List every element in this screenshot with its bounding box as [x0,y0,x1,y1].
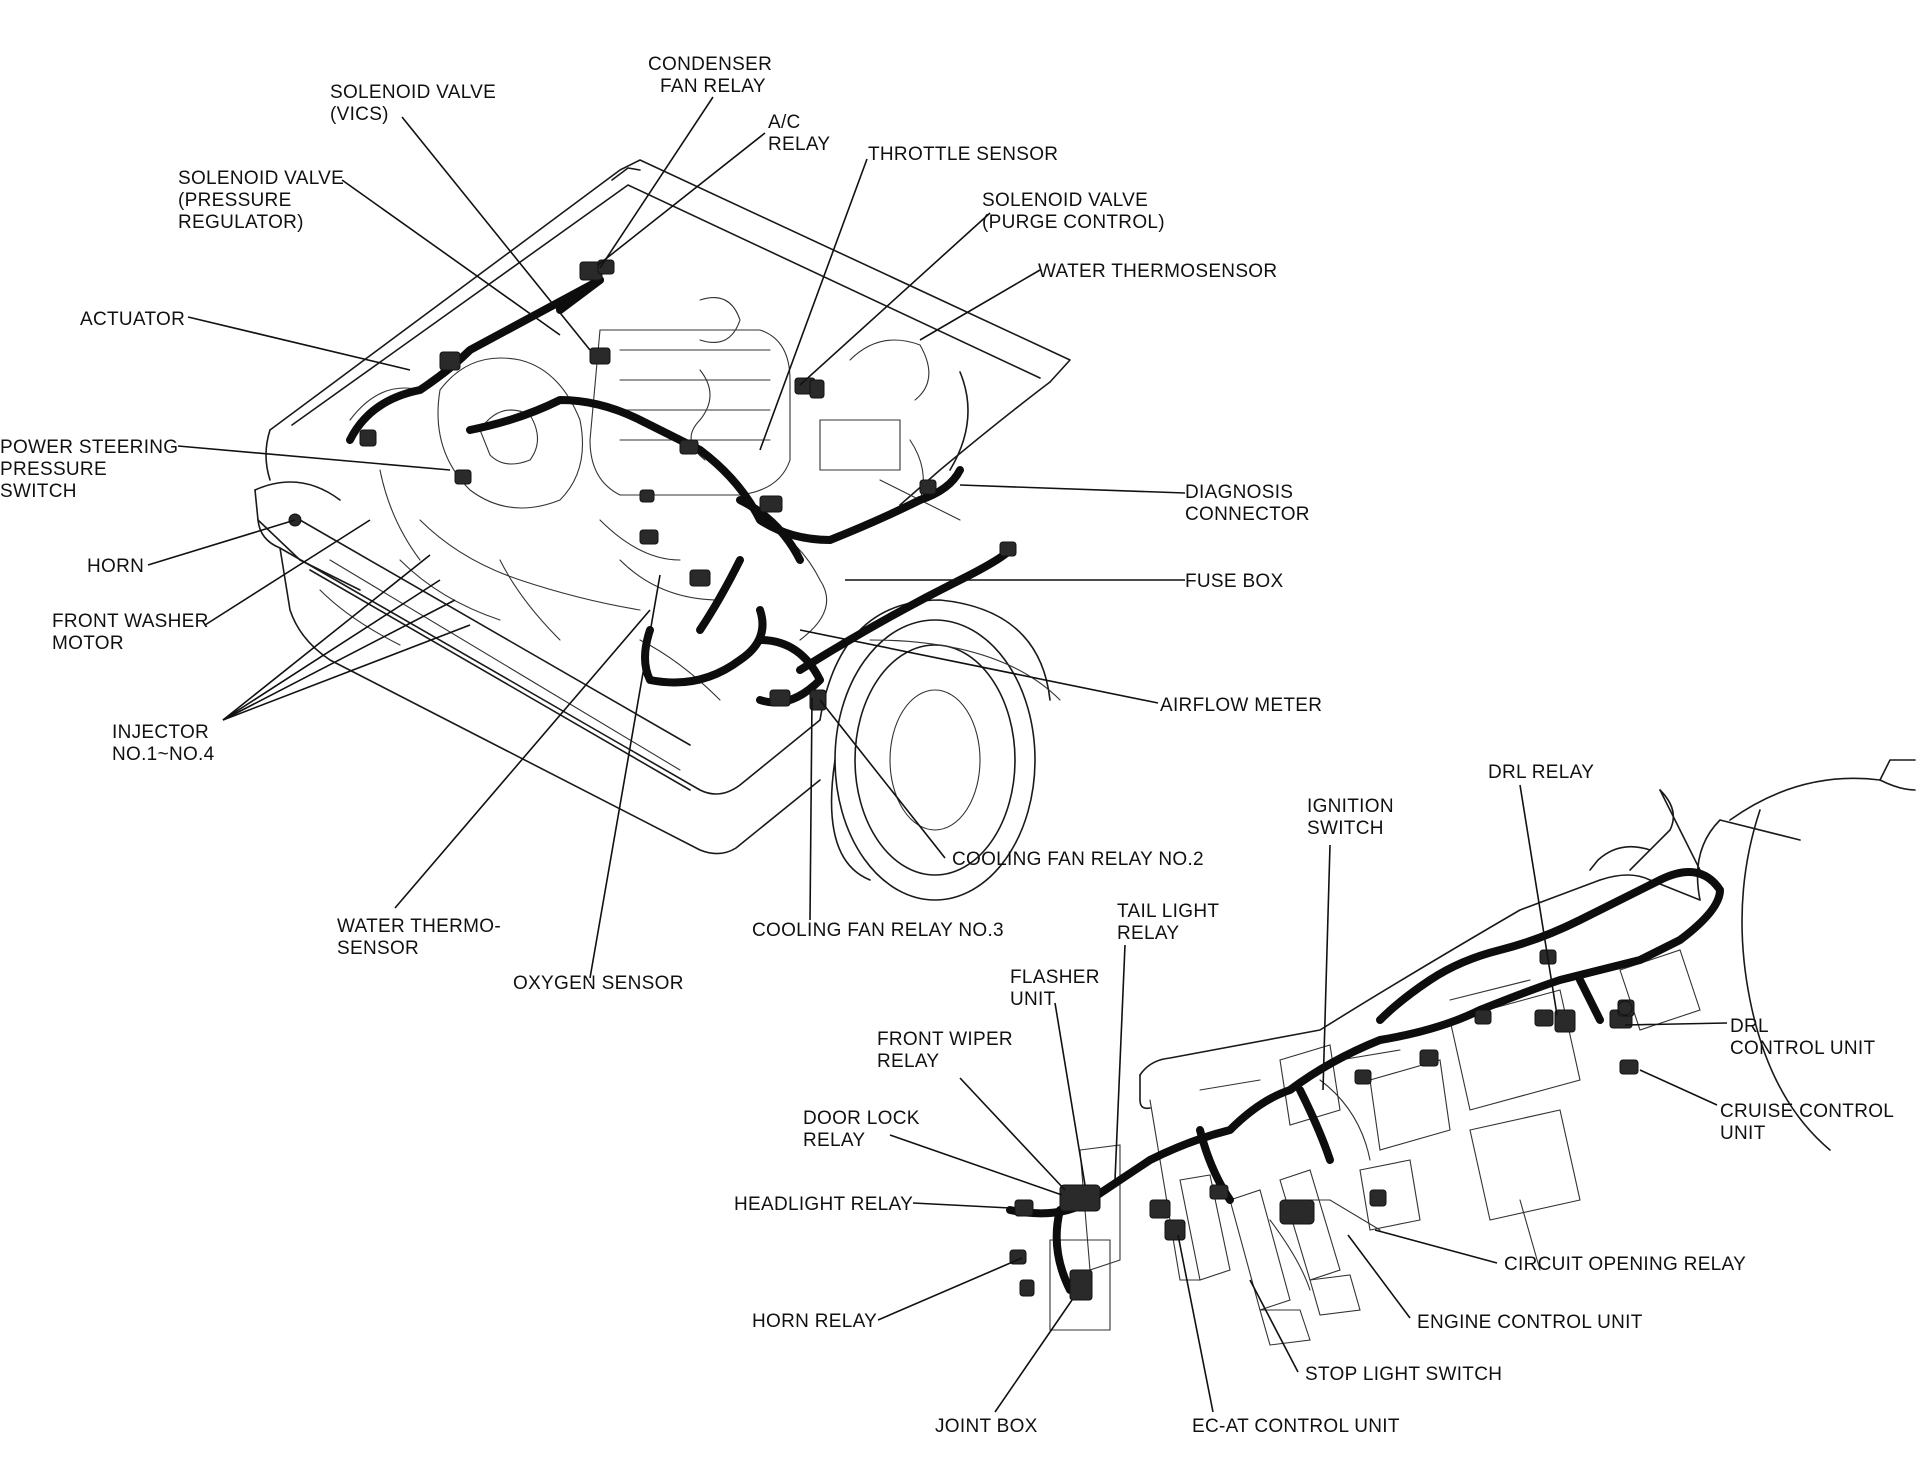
label-stop-light-switch: STOP LIGHT SWITCH [1305,1364,1502,1385]
label-engine-control-unit: ENGINE CONTROL UNIT [1417,1312,1643,1333]
label-door-lock-relay: DOOR LOCK RELAY [803,1108,925,1151]
dashboard-components [1009,949,1639,1301]
label-cooling-fan-relay-3: COOLING FAN RELAY NO.3 [752,920,1004,941]
label-ac-relay: A/C RELAY [768,112,830,155]
label-solenoid-valve-purge: SOLENOID VALVE (PURGE CONTROL) [982,190,1165,233]
label-water-thermosensor-top: WATER THERMOSENSOR [1038,261,1277,282]
label-cruise-control-unit: CRUISE CONTROL UNIT [1720,1101,1899,1144]
label-horn-relay: HORN RELAY [752,1311,877,1332]
label-drl-relay: DRL RELAY [1488,762,1594,783]
label-actuator: ACTUATOR [80,309,185,330]
label-power-steering-switch: POWER STEERING PRESSURE SWITCH [0,437,184,502]
label-throttle-sensor: THROTTLE SENSOR [868,144,1058,165]
label-cooling-fan-relay-2: COOLING FAN RELAY NO.2 [952,849,1204,870]
label-headlight-relay: HEADLIGHT RELAY [734,1194,913,1215]
label-ignition-switch: IGNITION SWITCH [1307,796,1399,839]
label-drl-control-unit: DRL CONTROL UNIT [1730,1016,1875,1059]
label-diagnosis-connector: DIAGNOSIS CONNECTOR [1185,482,1310,525]
label-joint-box: JOINT BOX [935,1416,1038,1437]
label-front-washer-motor: FRONT WASHER MOTOR [52,611,214,654]
label-ecat-control-unit: EC-AT CONTROL UNIT [1192,1416,1400,1437]
engine-bay-illustration [254,159,1071,901]
label-solenoid-valve-pressure: SOLENOID VALVE (PRESSURE REGULATOR) [178,168,350,233]
engine-harness [346,276,1014,707]
label-tail-light-relay: TAIL LIGHT RELAY [1117,901,1225,944]
label-circuit-opening-relay: CIRCUIT OPENING RELAY [1504,1254,1746,1275]
label-airflow-meter: AIRFLOW METER [1160,695,1322,716]
label-front-wiper-relay: FRONT WIPER RELAY [877,1029,1019,1072]
dashboard-illustration [1049,759,1916,1346]
callout-labels: CONDENSER FAN RELAY SOLENOID VALVE (VICS… [0,54,1899,1437]
label-flasher-unit: FLASHER UNIT [1010,967,1105,1010]
label-oxygen-sensor: OXYGEN SENSOR [513,973,684,994]
engine-components [288,259,1017,711]
label-water-thermo-sensor-bottom: WATER THERMO- SENSOR [337,916,507,959]
label-injector: INJECTOR NO.1~NO.4 [112,722,215,765]
label-fuse-box: FUSE BOX [1185,571,1284,592]
label-solenoid-valve-vics: SOLENOID VALVE (VICS) [330,82,502,125]
label-horn: HORN [87,556,144,577]
label-condenser-fan-relay: CONDENSER FAN RELAY [648,54,778,97]
leader-lines [147,96,1728,1413]
